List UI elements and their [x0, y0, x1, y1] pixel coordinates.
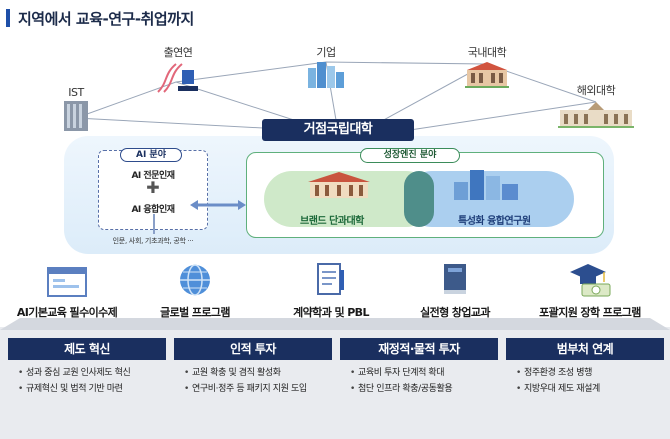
- node-domestic-label: 국내대학: [467, 46, 507, 59]
- pillar-financial: 재정적·물적 투자 교육비 투자 단계적 확대 첨단 인프라 확충/공동활용: [340, 338, 498, 399]
- double-arrow-icon: [190, 200, 246, 210]
- node-institute: 출연연: [152, 44, 204, 98]
- pillar-item: 연구비·정주 등 패키지 지원 도입: [184, 383, 332, 396]
- pillar-head: 제도 혁신: [8, 338, 166, 360]
- program-item: 포괄지원 장학 프로그램: [520, 262, 660, 320]
- globe-icon: [180, 264, 210, 296]
- pillar-item: 교원 확충 및 겸직 활성화: [184, 367, 332, 380]
- brand-college-label: 브랜드 단과대학: [300, 216, 364, 227]
- document-pen-icon: [317, 263, 344, 295]
- node-overseas: 해외대학: [558, 82, 634, 132]
- pillar-head: 범부처 연계: [506, 338, 664, 360]
- title-block: 지역에서 교육-연구-취업까지: [6, 8, 194, 28]
- pillar-item: 성과 중심 교원 인사제도 혁신: [18, 367, 166, 380]
- node-company-label: 기업: [316, 46, 336, 59]
- ai-line-2: AI 융합인재: [131, 205, 175, 215]
- ai-line-1: AI 전문인재: [131, 171, 175, 181]
- pillar-item: 교육비 투자 단계적 확대: [350, 367, 498, 380]
- program-label: AI기본교육 필수이수제: [16, 306, 118, 319]
- node-ist-label: IST: [68, 86, 84, 99]
- pillar-item: 지방우대 제도 재설계: [516, 383, 664, 396]
- node-ist: IST: [56, 86, 96, 135]
- base-roof: [0, 318, 670, 330]
- pillar-head: 재정적·물적 투자: [340, 338, 498, 360]
- pillar-item: 정주환경 조성 병행: [516, 367, 664, 380]
- program-item: 실전형 창업교과: [400, 262, 510, 320]
- dna-microscope-icon: [157, 63, 198, 93]
- book-icon: [444, 264, 466, 294]
- hub-title: 거점국립대학: [262, 119, 414, 141]
- pillar-item: 규제혁신 및 법적 기반 마련: [18, 383, 166, 396]
- campus-icon: [558, 102, 634, 128]
- overlap-area: [404, 171, 434, 227]
- node-overseas-label: 해외대학: [576, 84, 616, 97]
- pillar-interministry: 범부처 연계 정주환경 조성 병행 지방우대 제도 재설계: [506, 338, 664, 399]
- node-company: 기업: [306, 44, 346, 92]
- down-arrow-icon: [153, 214, 155, 234]
- research-building-icon: [454, 170, 518, 200]
- pillar-item: 첨단 인프라 확충/공동활용: [350, 383, 498, 396]
- university-icon: [465, 62, 509, 88]
- node-institute-label: 출연연: [163, 46, 193, 59]
- title-accent-bar: [6, 9, 10, 27]
- program-item: 글로벌 프로그램: [140, 262, 250, 320]
- pillar-head: 인적 투자: [174, 338, 332, 360]
- page-title: 지역에서 교육-연구-취업까지: [18, 9, 194, 28]
- program-item: 계약학과 및 PBL: [276, 262, 386, 320]
- program-label: 글로벌 프로그램: [160, 306, 230, 319]
- program-label: 계약학과 및 PBL: [293, 306, 369, 319]
- college-icon: [308, 172, 370, 198]
- building-icon: [64, 101, 88, 131]
- pillar-human: 인적 투자 교원 확충 및 겸직 활성화 연구비·정주 등 패키지 지원 도입: [174, 338, 332, 399]
- graduation-cap-icon: [570, 264, 611, 297]
- ai-pill: AI 분야: [120, 148, 182, 162]
- plus-icon: ✚: [146, 178, 160, 197]
- growth-pill: 성장엔진 분야: [360, 148, 460, 163]
- ai-sub: 인문, 사회, 기초과학, 공학 ···: [112, 237, 194, 245]
- research-institute-label: 특성화 융합연구원: [458, 216, 531, 227]
- node-domestic: 국내대학: [460, 44, 514, 92]
- program-label: 실전형 창업교과: [420, 306, 490, 319]
- program-label: 포괄지원 장학 프로그램: [539, 306, 641, 319]
- pillar-institution: 제도 혁신 성과 중심 교원 인사제도 혁신 규제혁신 및 법적 기반 마련: [8, 338, 166, 399]
- city-icon: [308, 62, 344, 88]
- browser-window-icon: [47, 267, 87, 297]
- program-item: AI기본교육 필수이수제: [2, 262, 132, 320]
